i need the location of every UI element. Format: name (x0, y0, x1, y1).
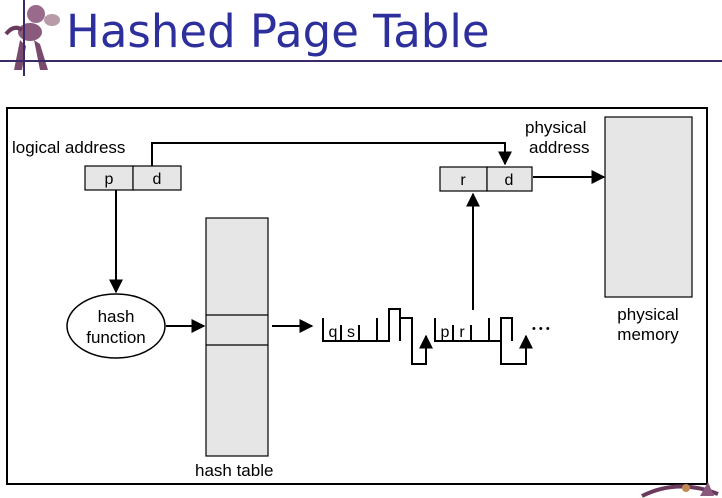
chain-node-pr-page: p (441, 324, 450, 341)
chain-node-qs-frame: s (347, 324, 355, 341)
chain-node-pr: p r (434, 317, 513, 342)
offset-connector (151, 142, 512, 166)
physical-memory-label-line2: memory (617, 325, 679, 344)
hash-function-label-line2: function (86, 328, 146, 347)
hash-table-label: hash table (195, 461, 273, 480)
logical-page-cell: p (105, 171, 114, 188)
slide-title: Hashed Page Table (66, 5, 490, 58)
logical-offset-cell: d (153, 171, 162, 188)
hash-function-node: hash function (66, 293, 166, 359)
chain-ellipsis: • • • (532, 323, 550, 335)
physical-offset-cell: d (505, 172, 514, 189)
corner-wizard-icon (641, 482, 719, 498)
chain-link-2 (500, 334, 533, 365)
physical-frame-cell: r (460, 172, 466, 189)
chain-node-pr-frame: r (459, 324, 465, 341)
physical-memory-block (604, 116, 693, 298)
hash-function-label-line1: hash (98, 307, 135, 326)
title-vertical-rule (23, 0, 25, 76)
physical-address-label-line1: physical (525, 118, 586, 137)
chain-node-qs-page: q (329, 324, 338, 341)
physical-address-label-line2: address (529, 138, 589, 157)
title-underline (0, 60, 722, 62)
logical-address-label: logical address (12, 138, 125, 157)
hash-table (205, 217, 269, 457)
chain-link-1 (400, 317, 433, 365)
logical-address-register: p d (84, 165, 182, 191)
physical-memory-label-line1: physical (617, 305, 678, 324)
chain-node-qs: q s (322, 308, 401, 342)
physical-address-register: r d (439, 166, 533, 192)
